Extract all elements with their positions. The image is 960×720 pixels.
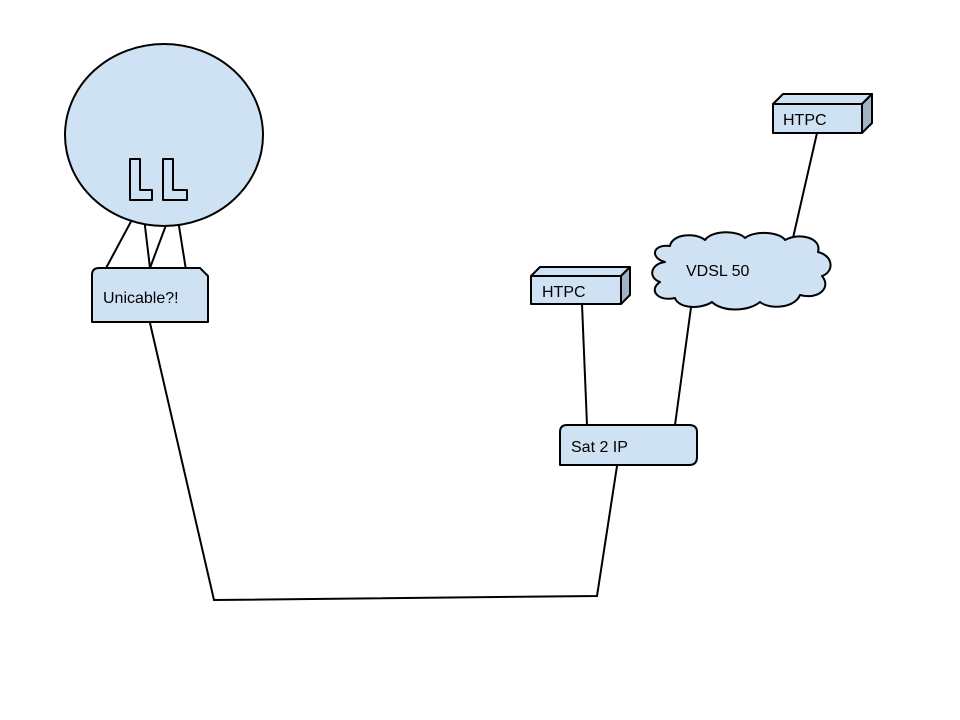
- sat2ip-node[interactable]: Sat 2 IP: [559, 424, 698, 466]
- edge-htpc-right-vdsl: [792, 132, 818, 239]
- htpc-right-node[interactable]: HTPC: [772, 93, 873, 134]
- vdsl-cloud-icon[interactable]: [651, 231, 832, 311]
- lnb-2-icon[interactable]: [162, 158, 188, 201]
- vdsl-label: VDSL 50: [686, 263, 750, 280]
- htpc-right-front-face[interactable]: [772, 103, 863, 134]
- htpc-left-front-face[interactable]: [530, 275, 622, 305]
- edge-htpc-left-sat2ip: [581, 303, 588, 426]
- satellite-dish[interactable]: [64, 43, 264, 227]
- unicable-label: Unicable?!: [103, 290, 179, 307]
- htpc-right-top-face: [772, 93, 873, 105]
- sat2ip-label: Sat 2 IP: [571, 439, 628, 456]
- sat2ip-box[interactable]: [559, 424, 698, 466]
- unicable-node[interactable]: Unicable?!: [91, 267, 209, 323]
- htpc-right-label: HTPC: [783, 112, 827, 129]
- htpc-left-label: HTPC: [542, 284, 586, 301]
- lnb-1-icon[interactable]: [129, 158, 153, 201]
- vdsl-node[interactable]: VDSL 50: [651, 231, 832, 311]
- edge-vdsl-sat2ip: [674, 299, 693, 426]
- edge-unicable-sat2ip: [149, 322, 618, 602]
- htpc-left-top-face: [530, 266, 631, 277]
- unicable-box[interactable]: [91, 267, 209, 323]
- htpc-left-node[interactable]: HTPC: [530, 266, 631, 305]
